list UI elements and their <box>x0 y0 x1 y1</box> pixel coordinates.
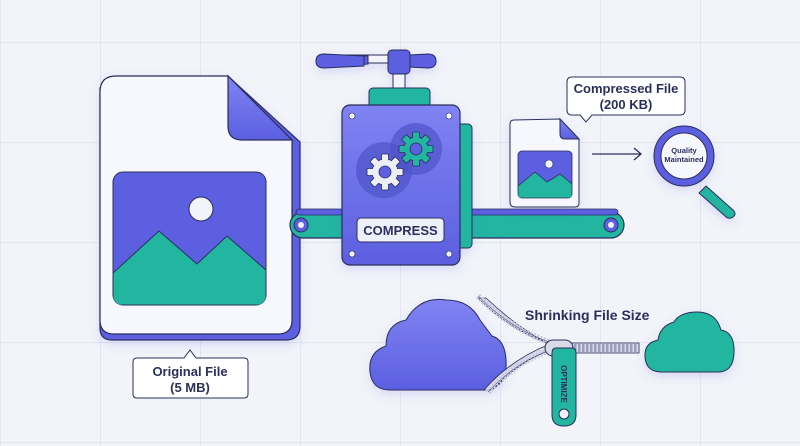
original-file-size: (5 MB) <box>170 380 210 395</box>
original-file-icon <box>99 74 301 341</box>
quality-label-line1: Quality <box>671 146 697 155</box>
gears-icon <box>366 131 434 191</box>
cloud-icon-small <box>644 311 735 373</box>
compressed-file-size: (200 KB) <box>600 97 653 112</box>
quality-label-line2: Maintained <box>664 155 704 164</box>
optimize-pull-tab[interactable]: OPTIMIZE <box>551 347 577 427</box>
white-gear-icon <box>366 153 404 191</box>
cloud-icon-large <box>369 298 507 391</box>
zipper-icon: OPTIMIZE <box>475 293 640 427</box>
optimize-label: OPTIMIZE <box>559 365 568 403</box>
teal-gear-icon <box>398 131 434 167</box>
compressed-file-icon <box>509 117 581 208</box>
original-file-label: Original File (5 MB) <box>132 349 249 399</box>
compress-button[interactable]: COMPRESS <box>356 217 445 243</box>
arrow-right-icon <box>592 147 642 161</box>
original-file-name: Original File <box>152 364 227 379</box>
image-thumbnail <box>112 171 267 306</box>
compress-label: COMPRESS <box>363 223 438 238</box>
shrinking-file-size-label: Shrinking File Size <box>525 307 650 323</box>
compressed-file-label: Compressed File (200 KB) <box>566 76 686 123</box>
compressed-file-name: Compressed File <box>574 81 679 96</box>
magnifying-glass-icon: Quality Maintained <box>653 125 736 219</box>
